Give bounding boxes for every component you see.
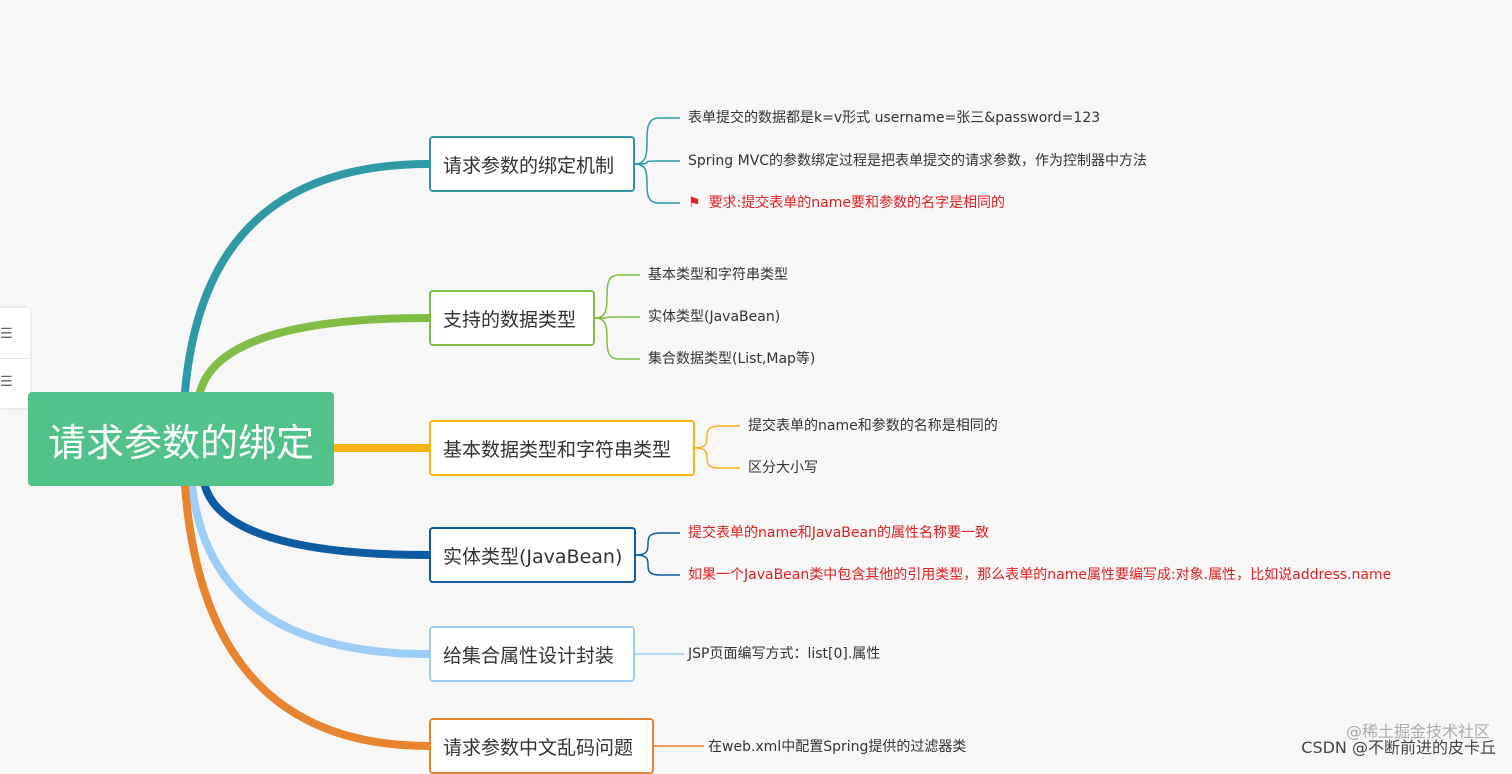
leaf-topic[interactable]: Spring MVC的参数绑定过程是把表单提交的请求参数，作为控制器中方法	[688, 152, 1147, 170]
watermark-csdn: CSDN @不断前进的皮卡丘	[1301, 738, 1496, 757]
leaf-topic[interactable]: 集合数据类型(List,Map等)	[648, 350, 815, 368]
sidebar-divider	[0, 358, 28, 359]
leaf-text: Spring MVC的参数绑定过程是把表单提交的请求参数，作为控制器中方法	[688, 153, 1148, 169]
branch-topic[interactable]: 给集合属性设计封装	[429, 626, 635, 682]
outline-list-icon[interactable]: ☰	[0, 374, 13, 390]
leaf-connector	[635, 554, 680, 576]
watermark: @稀土掘金技术社区 CSDN @不断前进的皮卡丘	[1283, 718, 1508, 758]
leaf-topic[interactable]: ⚑ 要求:提交表单的name要和参数的名字是相同的	[688, 194, 1005, 212]
leaf-connector	[594, 274, 640, 319]
branch-topic[interactable]: 请求参数中文乱码问题	[429, 718, 654, 774]
leaf-text: 区分大小写	[748, 460, 818, 476]
leaf-text: 集合数据类型(List,Map等)	[648, 351, 816, 367]
root-topic[interactable]: 请求参数的绑定	[28, 392, 334, 486]
leaf-text: 要求:提交表单的name要和参数的名字是相同的	[708, 195, 1005, 211]
leaf-topic[interactable]: 在web.xml中配置Spring提供的过滤器类	[708, 738, 966, 756]
leaf-text: 如果一个JavaBean类中包含其他的引用类型，那么表单的name属性要编写成:…	[688, 567, 1392, 583]
leaf-connector	[634, 117, 680, 165]
leaf-topic[interactable]: 提交表单的name和参数的名称是相同的	[748, 417, 998, 435]
leaf-connector	[594, 316, 640, 319]
leaf-connector	[694, 447, 740, 469]
branch-connector	[181, 482, 433, 750]
leaf-topic[interactable]: 实体类型(JavaBean)	[648, 308, 780, 326]
branch-connector	[201, 482, 433, 559]
leaf-connector	[594, 317, 640, 360]
leaf-text: 实体类型(JavaBean)	[648, 309, 781, 325]
watermark-juejin: @稀土掘金技术社区	[1345, 722, 1490, 741]
leaf-text: 提交表单的name和JavaBean的属性名称要一致	[688, 525, 989, 541]
branch-connector	[181, 160, 433, 396]
branch-connector	[196, 314, 433, 396]
leaf-topic[interactable]: 提交表单的name和JavaBean的属性名称要一致	[688, 524, 989, 542]
leaf-topic[interactable]: 表单提交的数据都是k=v形式 username=张三&password=123	[688, 109, 1100, 127]
branch-topic[interactable]: 请求参数的绑定机制	[429, 136, 635, 192]
leaf-text: 表单提交的数据都是k=v形式 username=张三&password=123	[688, 110, 1101, 126]
leaf-topic[interactable]: JSP页面编写方式：list[0].属性	[688, 645, 880, 663]
leaf-text: 在web.xml中配置Spring提供的过滤器类	[708, 739, 967, 755]
flag-icon: ⚑	[688, 195, 701, 211]
branch-topic[interactable]: 支持的数据类型	[429, 290, 595, 346]
leaf-text: 基本类型和字符串类型	[648, 267, 788, 283]
leaf-topic[interactable]: 如果一个JavaBean类中包含其他的引用类型，那么表单的name属性要编写成:…	[688, 566, 1391, 584]
leaf-connector	[635, 532, 680, 556]
outline-list-icon[interactable]: ☰	[0, 326, 13, 342]
leaf-connector	[694, 425, 740, 449]
sidebar-toolbar: ☰ ☰	[0, 308, 30, 408]
leaf-text: JSP页面编写方式：list[0].属性	[688, 646, 881, 662]
branch-topic[interactable]: 基本数据类型和字符串类型	[429, 420, 695, 476]
leaf-topic[interactable]: 基本类型和字符串类型	[648, 266, 788, 284]
leaf-connector	[634, 160, 680, 165]
leaf-connector	[634, 163, 680, 204]
leaf-topic[interactable]: 区分大小写	[748, 459, 818, 477]
branch-connector	[188, 482, 433, 658]
leaf-text: 提交表单的name和参数的名称是相同的	[748, 418, 998, 434]
branch-topic[interactable]: 实体类型(JavaBean)	[429, 527, 636, 583]
